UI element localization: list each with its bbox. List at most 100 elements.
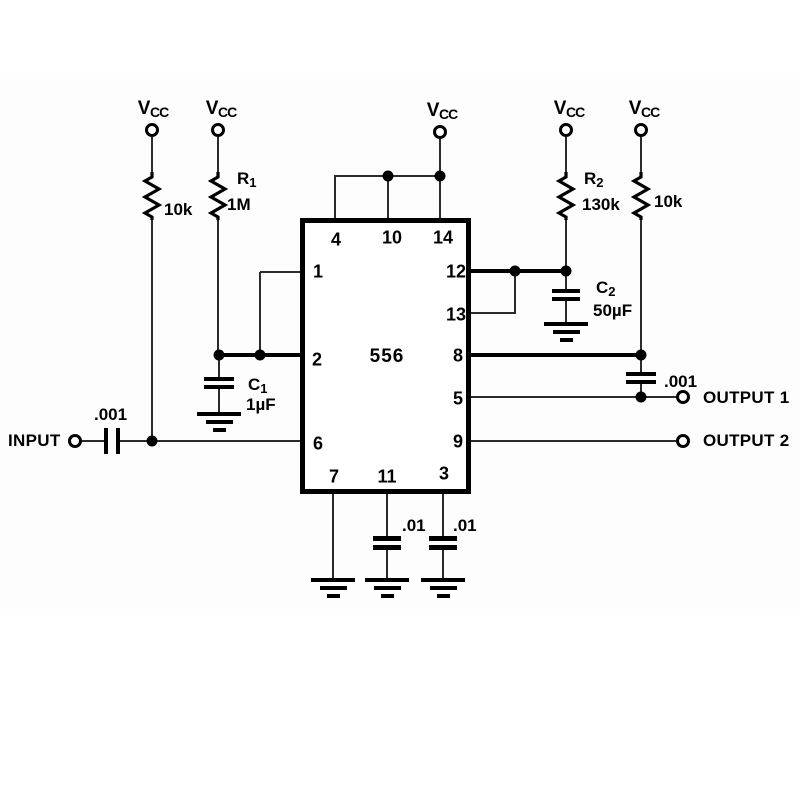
ground-symbol-pin7 xyxy=(311,578,355,598)
wire-output-cap-top-stem xyxy=(640,355,642,372)
wire-resistor-to-input-line xyxy=(151,220,153,441)
junction-dot xyxy=(146,435,158,447)
pin-label-7: 7 xyxy=(328,466,340,487)
wire-vcc1-to-resistor xyxy=(151,137,153,172)
r2-name-sub: 2 xyxy=(596,175,604,190)
vcc-subscript: CC xyxy=(438,106,458,122)
r1-name: R1 xyxy=(237,169,257,190)
pin3-cap-plate xyxy=(429,536,457,541)
input-label: INPUT xyxy=(8,431,61,450)
c1-name-text: C xyxy=(248,375,261,394)
wire-bus-to-pin4 xyxy=(334,176,336,220)
wire-pin11-cap-to-ground xyxy=(386,550,388,578)
pin11-cap-plate xyxy=(373,536,401,541)
vcc-terminal-4 xyxy=(559,123,573,137)
wire-bus-to-pin10 xyxy=(387,176,389,220)
wire-pin3-to-cap xyxy=(442,492,444,536)
junction-dot xyxy=(254,349,266,361)
c2-value: 50µF xyxy=(593,301,633,320)
ic-556-body xyxy=(300,218,471,494)
c2-plate xyxy=(552,289,580,293)
wire-input-segment-1 xyxy=(82,440,104,442)
wire-r2-to-pin12-line xyxy=(565,220,567,271)
vcc-label-2: VCC xyxy=(206,98,237,120)
c1-name: C1 xyxy=(248,375,268,396)
vcc-label-1: VCC xyxy=(137,98,169,120)
vcc-label-5: VCC xyxy=(628,98,660,120)
output2-label: OUTPUT 2 xyxy=(703,431,790,450)
vcc-terminal-5 xyxy=(634,123,648,137)
c2-name: C2 xyxy=(596,278,616,299)
junction-dot xyxy=(635,391,647,403)
wire-pin13-riser xyxy=(514,271,516,313)
vcc-label-3: VCC xyxy=(427,100,458,122)
wire-pin5-to-output1 xyxy=(469,396,677,398)
junction-dot xyxy=(434,170,446,182)
vcc-terminal-3 xyxy=(433,125,447,139)
output2-terminal xyxy=(676,434,690,448)
ground-symbol-pin3 xyxy=(421,578,465,598)
wire-c2-bottom-stem xyxy=(565,301,567,322)
vcc-subscript: CC xyxy=(217,104,237,120)
ground-symbol-c2 xyxy=(544,322,588,342)
wire-resistor-to-pin8-line xyxy=(640,220,642,355)
input-terminal xyxy=(68,434,82,448)
input-cap-plate xyxy=(116,428,120,454)
resistor-r2 xyxy=(556,172,576,220)
wire-pin1-riser xyxy=(259,272,261,355)
pin-label-5: 5 xyxy=(452,388,464,409)
resistor-r1 xyxy=(208,172,228,220)
vcc-label-4: VCC xyxy=(553,98,585,120)
pin-label-4: 4 xyxy=(330,229,342,250)
vcc-subscript: CC xyxy=(149,104,169,120)
pin-label-12: 12 xyxy=(445,261,467,282)
pin3-cap-plate xyxy=(429,545,457,550)
resistor-10k-left-value: 10k xyxy=(164,200,193,219)
pin-label-14: 14 xyxy=(432,227,454,248)
junction-dot xyxy=(509,265,521,277)
pin11-cap-plate xyxy=(373,545,401,550)
ic-part-number: 556 xyxy=(369,346,405,367)
pin-label-1: 1 xyxy=(312,261,324,282)
c1-name-sub: 1 xyxy=(260,381,268,396)
input-cap-value: .001 xyxy=(94,405,128,424)
pin-label-11: 11 xyxy=(377,466,397,487)
vcc-terminal-2 xyxy=(211,123,225,137)
output-cap-plate xyxy=(626,372,656,376)
ground-symbol-c1 xyxy=(197,412,241,432)
wire-bus-to-pin14 xyxy=(439,176,441,220)
wire-c2-top-stem xyxy=(565,271,567,289)
r1-name-sub: 1 xyxy=(249,175,257,190)
junction-dot xyxy=(213,349,225,361)
pin11-cap-value: .01 xyxy=(402,516,426,535)
pin-label-2: 2 xyxy=(311,349,323,370)
pin-label-13: 13 xyxy=(445,304,467,325)
r1-value: 1M xyxy=(227,195,251,214)
wire-pin3-cap-to-ground xyxy=(442,550,444,578)
pin-label-6: 6 xyxy=(312,433,324,454)
resistor-10k-right xyxy=(631,172,651,220)
output-cap-value: .001 xyxy=(664,372,698,391)
pin-label-3: 3 xyxy=(438,463,450,484)
vcc-subscript: CC xyxy=(565,104,585,120)
c1-plate xyxy=(204,377,234,381)
output1-terminal xyxy=(676,390,690,404)
output1-label: OUTPUT 1 xyxy=(703,388,790,407)
vcc-text: V xyxy=(553,98,567,119)
wire-vcc5-to-resistor xyxy=(640,137,642,172)
wire-pin7-to-ground xyxy=(332,492,334,578)
wire-pin11-to-cap xyxy=(386,492,388,536)
vcc-subscript: CC xyxy=(640,104,660,120)
pin-label-9: 9 xyxy=(452,431,464,452)
vcc-text: V xyxy=(137,98,151,119)
junction-dot xyxy=(560,265,572,277)
input-cap-plate xyxy=(104,428,108,454)
c1-plate xyxy=(204,385,234,389)
junction-dot xyxy=(382,170,394,182)
r1-name-text: R xyxy=(237,169,250,188)
wire-pin8 xyxy=(469,353,641,357)
r2-name: R2 xyxy=(584,169,604,190)
vcc-text: V xyxy=(628,98,642,119)
pin3-cap-value: .01 xyxy=(453,516,477,535)
